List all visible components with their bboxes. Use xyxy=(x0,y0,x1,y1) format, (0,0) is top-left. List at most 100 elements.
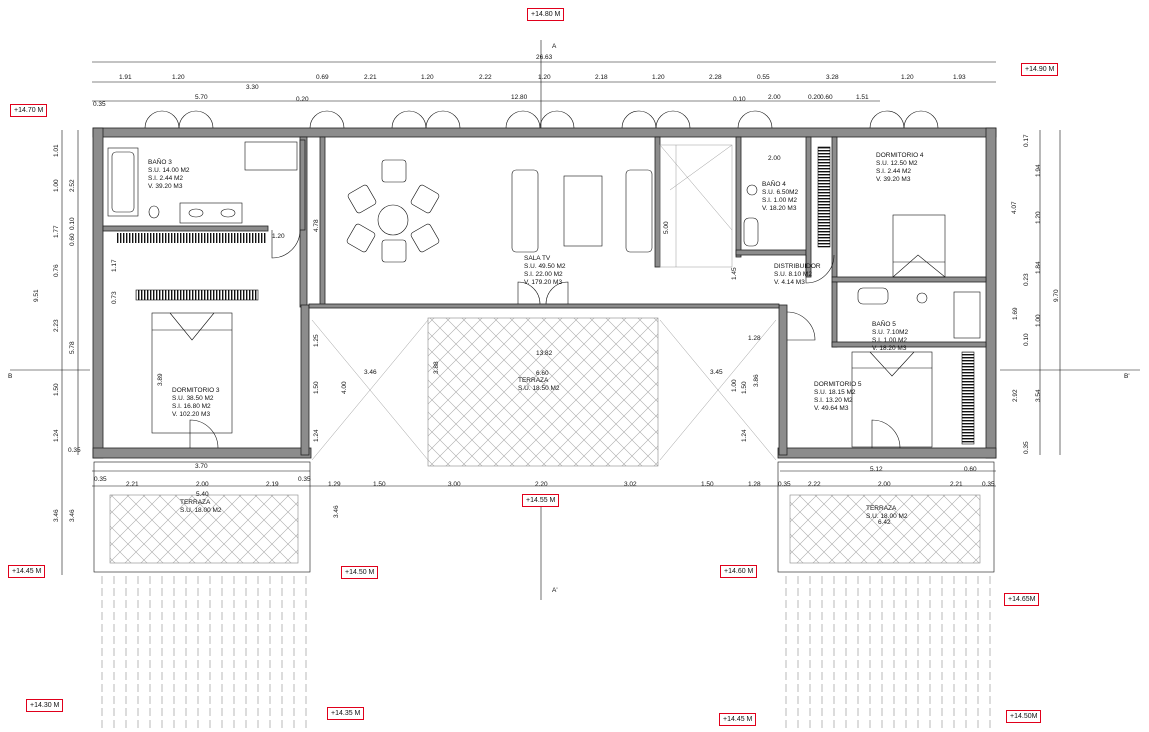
svg-text:1.24: 1.24 xyxy=(741,429,748,442)
svg-text:0.35: 0.35 xyxy=(94,476,107,483)
interior-walls xyxy=(102,136,987,348)
svg-text:V. 39.20 M3: V. 39.20 M3 xyxy=(876,176,911,183)
svg-text:S.I. 1.00 M2: S.I. 1.00 M2 xyxy=(872,337,907,344)
dim-overall-top: 26.63 xyxy=(536,54,553,61)
level-top-right: +14.90 M xyxy=(1021,63,1059,76)
svg-text:2.00: 2.00 xyxy=(878,481,891,488)
svg-text:S.U. 8.10 M2: S.U. 8.10 M2 xyxy=(774,271,812,278)
terrace-right-hatch xyxy=(789,494,981,564)
svg-text:1.24: 1.24 xyxy=(53,429,60,442)
wardrobe-rail-left-2 xyxy=(135,289,259,301)
room-label-terraza-left: TERRAZA S.U. 18.00 M2 xyxy=(180,499,222,514)
windows-top xyxy=(144,110,939,129)
svg-text:TERRAZA: TERRAZA xyxy=(866,505,897,512)
svg-text:3.00: 3.00 xyxy=(448,481,461,488)
dims-bottom-right-widths: 5.12 0.60 6.42 xyxy=(870,466,977,526)
bed-dormitorio3 xyxy=(151,312,233,434)
svg-text:3.28: 3.28 xyxy=(826,74,839,81)
dims-left-col: 1.01 1.00 1.77 0.76 2.23 1.50 1.24 0.35 xyxy=(53,144,81,454)
dims-top-row2: 0.35 5.70 0.20 12.80 0.10 2.00 0.20 0.60… xyxy=(93,94,869,108)
room-label-salatv: SALA TV S.U. 49.50 M2 S.I. 22.00 M2 V. 1… xyxy=(524,255,566,286)
svg-text:5.12: 5.12 xyxy=(870,466,883,473)
room-label-dormitorio5: DORMITORIO 5 S.U. 18.15 M2 S.I. 13.20 M2… xyxy=(814,381,862,412)
svg-text:2.20: 2.20 xyxy=(535,481,548,488)
svg-text:S.I. 13.20 M2: S.I. 13.20 M2 xyxy=(814,397,853,404)
svg-text:2.18: 2.18 xyxy=(595,74,608,81)
level-mid-left: +14.45 M xyxy=(8,565,46,578)
svg-text:BAÑO 3: BAÑO 3 xyxy=(148,157,172,166)
level-top: +14.80 M xyxy=(527,8,565,21)
sala-tv-furniture xyxy=(346,159,653,305)
level-center-right: +14.60 M xyxy=(720,565,758,578)
room-label-dormitorio3: DORMITORIO 3 S.U. 38.50 M2 S.I. 16.80 M2… xyxy=(172,387,220,418)
svg-text:S.U. 18.15 M2: S.U. 18.15 M2 xyxy=(814,389,856,396)
svg-text:S.I. 22.00 M2: S.I. 22.00 M2 xyxy=(524,271,563,278)
section-b-left: B xyxy=(8,373,12,380)
svg-text:0.35: 0.35 xyxy=(778,481,791,488)
svg-text:1.50: 1.50 xyxy=(53,383,60,396)
level-bottom-left: +14.30 M xyxy=(26,699,64,712)
svg-text:1.28: 1.28 xyxy=(748,335,761,342)
svg-text:6.42: 6.42 xyxy=(878,519,891,526)
level-top-left: +14.70 M xyxy=(10,104,48,117)
bed-dormitorio4 xyxy=(892,214,946,278)
svg-text:S.U. 14.00 M2: S.U. 14.00 M2 xyxy=(148,167,190,174)
bed-dormitorio5 xyxy=(786,254,933,449)
section-b-right: B' xyxy=(1124,373,1130,380)
svg-text:3.88: 3.88 xyxy=(433,361,440,374)
svg-text:1.00: 1.00 xyxy=(53,179,60,192)
svg-text:0.10: 0.10 xyxy=(69,217,76,230)
svg-text:0.69: 0.69 xyxy=(316,74,329,81)
room-label-dormitorio4: DORMITORIO 4 S.U. 12.50 M2 S.I. 2.44 M2 … xyxy=(876,152,924,183)
svg-text:4.00: 4.00 xyxy=(341,381,348,394)
svg-text:3.46: 3.46 xyxy=(364,369,377,376)
svg-text:2.23: 2.23 xyxy=(53,319,60,332)
svg-text:0.23: 0.23 xyxy=(1023,273,1030,286)
svg-text:V. 39.20 M3: V. 39.20 M3 xyxy=(148,183,183,190)
dim-left-outer: 9.51 xyxy=(33,289,40,302)
bano4-fixtures xyxy=(743,184,759,247)
garden-left xyxy=(94,575,310,732)
svg-text:1.50: 1.50 xyxy=(741,381,748,394)
svg-text:S.I. 2.44 M2: S.I. 2.44 M2 xyxy=(148,175,183,182)
section-a-bottom: A' xyxy=(552,587,558,594)
level-right: +14.65M xyxy=(1004,593,1040,606)
svg-text:0.35: 0.35 xyxy=(298,476,311,483)
terrace-center-lines xyxy=(311,319,777,461)
door-dormitorio3 xyxy=(189,229,301,449)
svg-text:0.35: 0.35 xyxy=(1023,441,1030,454)
svg-text:S.U. 12.50 M2: S.U. 12.50 M2 xyxy=(876,160,918,167)
garden-right xyxy=(778,575,994,732)
svg-text:0.20: 0.20 xyxy=(808,94,821,101)
svg-text:S.I. 1.00 M2: S.I. 1.00 M2 xyxy=(762,197,797,204)
svg-text:12.80: 12.80 xyxy=(511,94,528,101)
svg-text:1.69: 1.69 xyxy=(1012,307,1019,320)
svg-text:0.60: 0.60 xyxy=(964,466,977,473)
svg-text:3.02: 3.02 xyxy=(624,481,637,488)
svg-text:DORMITORIO 4: DORMITORIO 4 xyxy=(876,152,924,159)
svg-text:5.40: 5.40 xyxy=(196,491,209,498)
svg-text:1.20: 1.20 xyxy=(538,74,551,81)
svg-text:1.50: 1.50 xyxy=(313,381,320,394)
svg-text:V. 102.20 M3: V. 102.20 M3 xyxy=(172,411,210,418)
svg-text:4.07: 4.07 xyxy=(1011,201,1018,214)
level-center-front: +14.55 M xyxy=(522,494,560,507)
svg-text:S.U. 7.10M2: S.U. 7.10M2 xyxy=(872,329,909,336)
svg-text:2.22: 2.22 xyxy=(479,74,492,81)
dims-inner: 1.20 4.78 1.17 0.73 3.89 3.46 3.88 6.60 … xyxy=(111,155,781,518)
svg-text:S.I. 16.80 M2: S.I. 16.80 M2 xyxy=(172,403,211,410)
svg-text:0.55: 0.55 xyxy=(757,74,770,81)
bano5-fixtures xyxy=(857,287,981,339)
svg-text:1.29: 1.29 xyxy=(328,481,341,488)
svg-text:2.52: 2.52 xyxy=(69,179,76,192)
svg-text:5.78: 5.78 xyxy=(69,341,76,354)
svg-text:1.51: 1.51 xyxy=(856,94,869,101)
svg-text:0.60: 0.60 xyxy=(69,233,76,246)
room-label-terraza-right: TERRAZA S.U. 18.00 M2 xyxy=(866,505,908,520)
svg-text:1.01: 1.01 xyxy=(53,144,60,157)
room-label-terraza-center: TERRAZA S.U. 18.50 M2 xyxy=(518,377,560,392)
svg-text:0.35: 0.35 xyxy=(68,447,81,454)
svg-text:1.50: 1.50 xyxy=(373,481,386,488)
svg-text:1.00: 1.00 xyxy=(731,379,738,392)
